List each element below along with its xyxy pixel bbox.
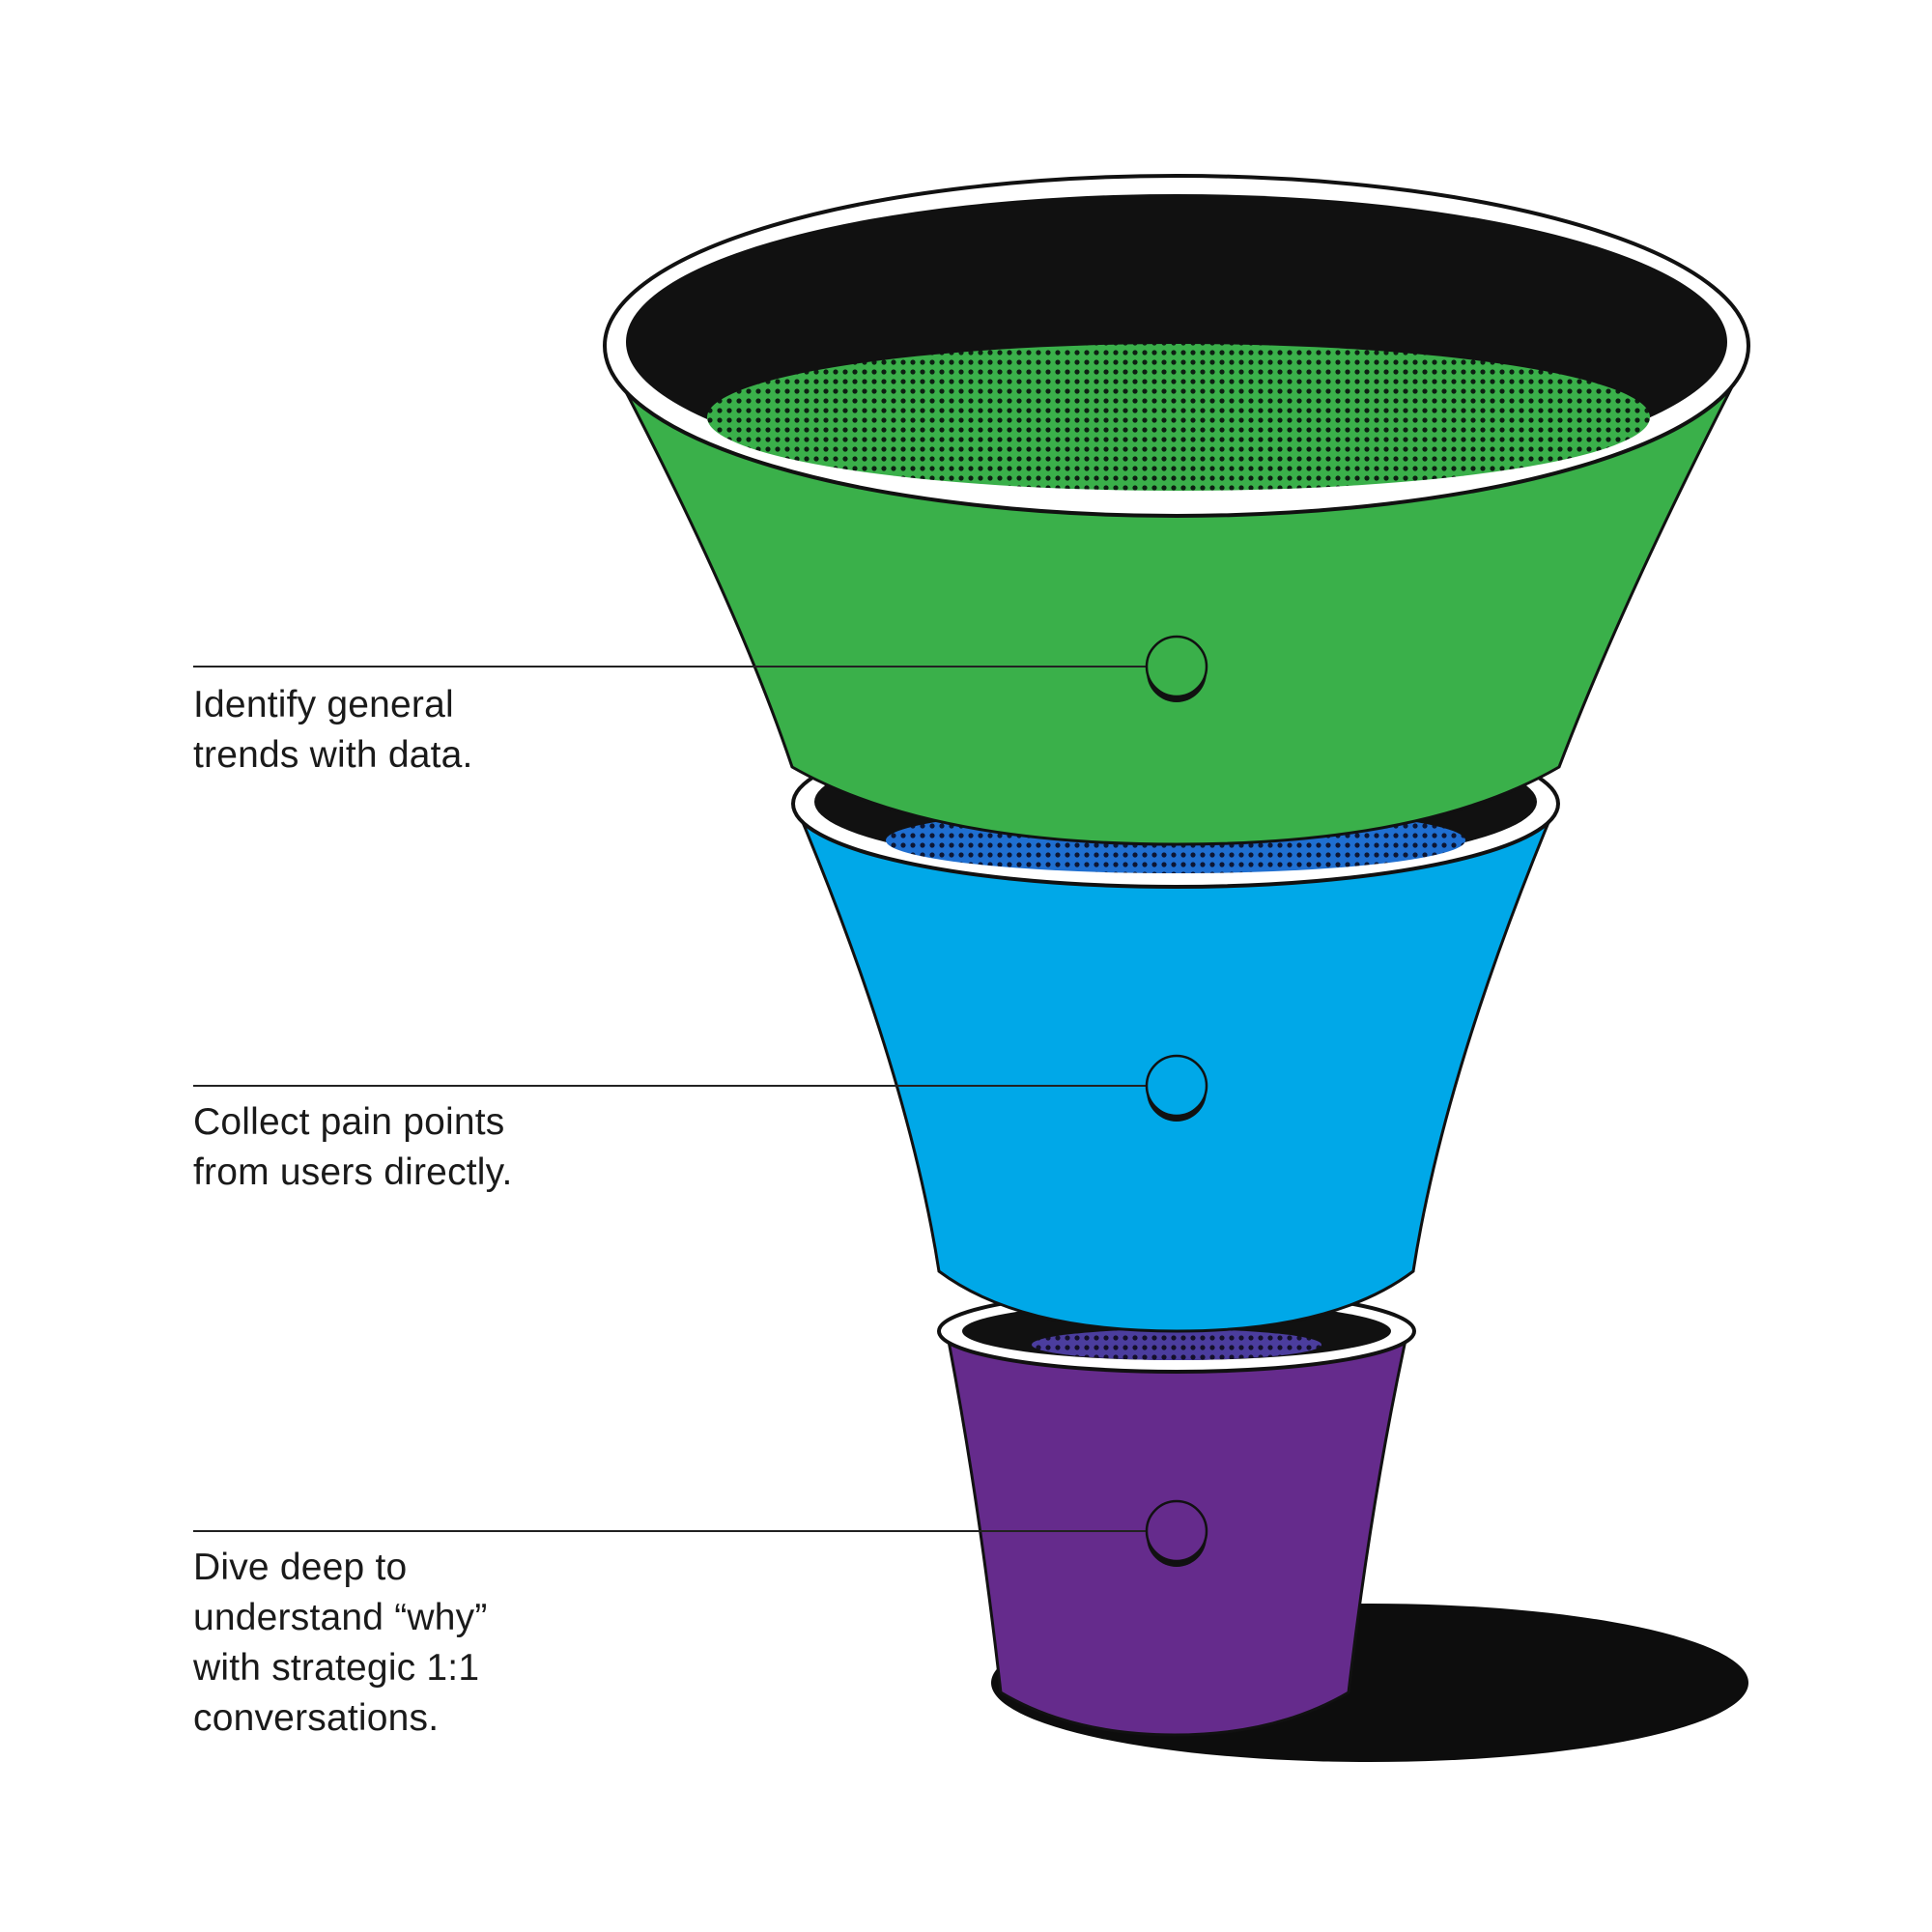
stage-label-data-trends: Identify general trends with data.: [193, 680, 638, 781]
label-line: conversations.: [193, 1697, 440, 1739]
funnel-stage-1: [603, 174, 1750, 846]
marker-1: [1145, 635, 1208, 698]
label-line: Dive deep to: [193, 1547, 408, 1588]
callout-2: [193, 1054, 1208, 1122]
label-line: Collect pain points: [193, 1101, 505, 1143]
label-line: from users directly.: [193, 1151, 513, 1193]
stage-label-pain-points: Collect pain points from users directly.: [193, 1097, 638, 1198]
label-line: understand “why”: [193, 1597, 488, 1638]
label-line: Identify general: [193, 684, 454, 725]
stage-label-deep-dive: Dive deep to understand “why” with strat…: [193, 1543, 638, 1744]
callout-3: [193, 1499, 1208, 1567]
marker-3: [1145, 1499, 1208, 1563]
green-funnel-liquid: [707, 344, 1650, 491]
marker-2: [1145, 1054, 1208, 1118]
label-line: with strategic 1:1: [193, 1647, 480, 1689]
callout-1: [193, 635, 1208, 702]
label-line: trends with data.: [193, 734, 473, 776]
purple-cup-liquid: [1032, 1329, 1321, 1360]
